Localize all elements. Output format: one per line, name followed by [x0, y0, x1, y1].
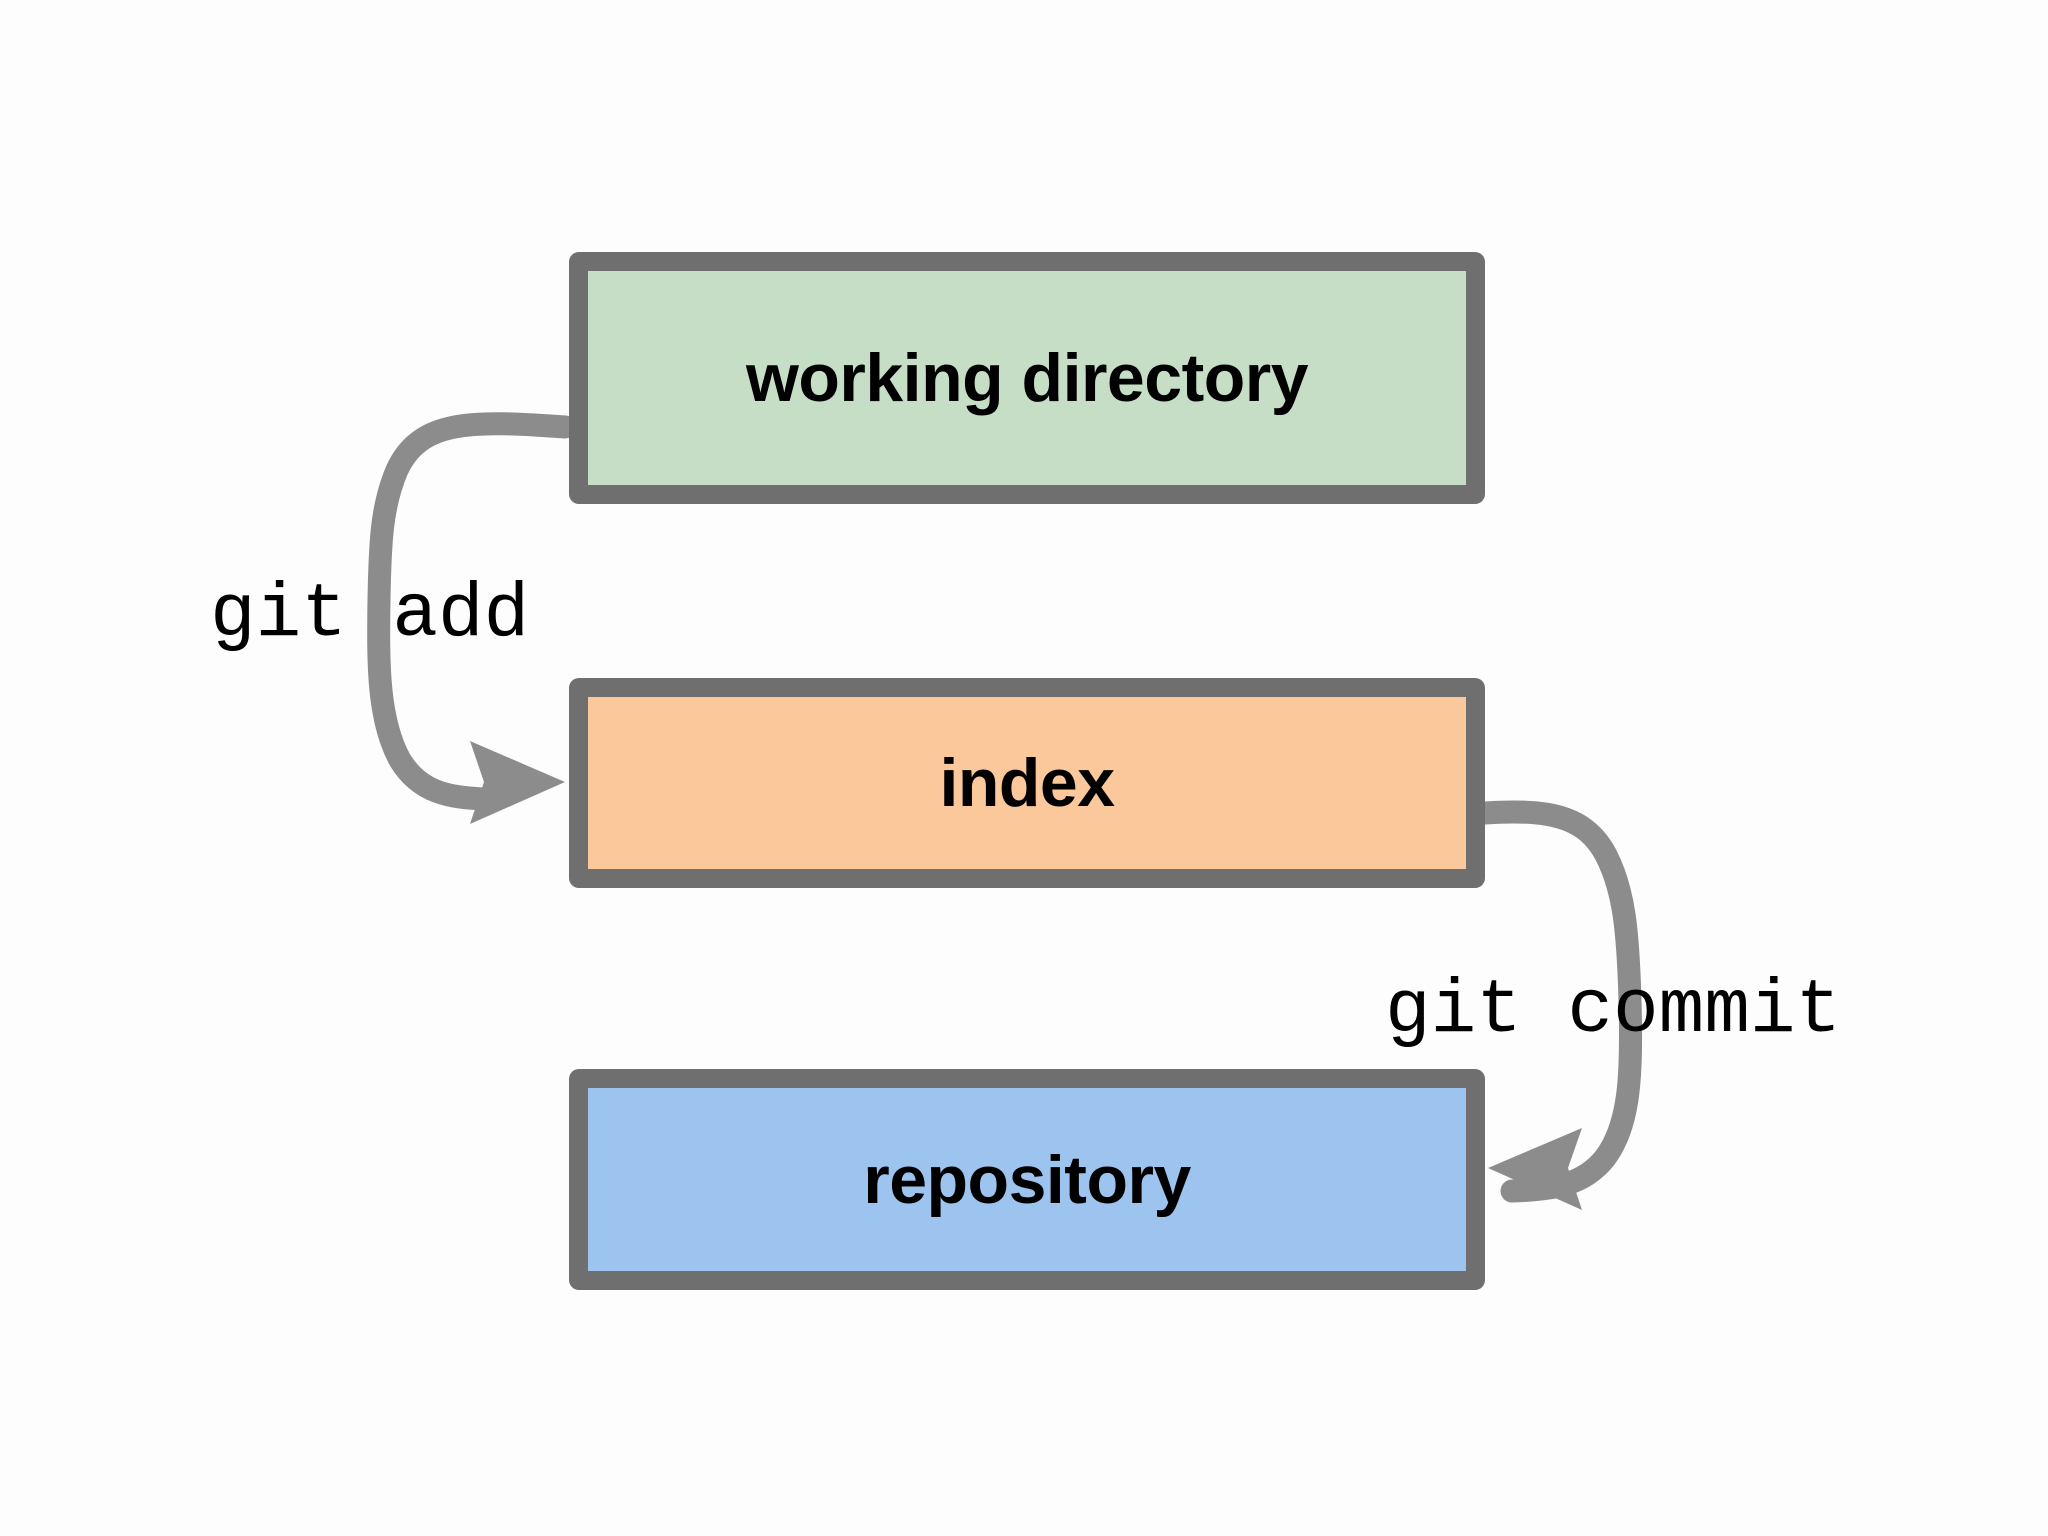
- node-working-directory[interactable]: working directory: [569, 252, 1485, 504]
- git-add-curve: [367, 412, 577, 811]
- edge-label-git-commit: git commit: [1385, 968, 1842, 1054]
- edge-label-git-add: git add: [210, 572, 530, 658]
- node-repository-label: repository: [863, 1141, 1191, 1218]
- git-commit-curve: [1426, 800, 1643, 1203]
- git-add-arrowhead: [470, 741, 565, 824]
- node-working-directory-label: working directory: [745, 340, 1309, 416]
- node-repository[interactable]: repository: [569, 1069, 1485, 1290]
- node-index[interactable]: index: [569, 678, 1485, 888]
- edge-git-add: [367, 412, 577, 824]
- edge-git-commit: [1426, 800, 1643, 1210]
- git-commit-arrowhead: [1488, 1128, 1582, 1210]
- node-index-label: index: [939, 745, 1115, 821]
